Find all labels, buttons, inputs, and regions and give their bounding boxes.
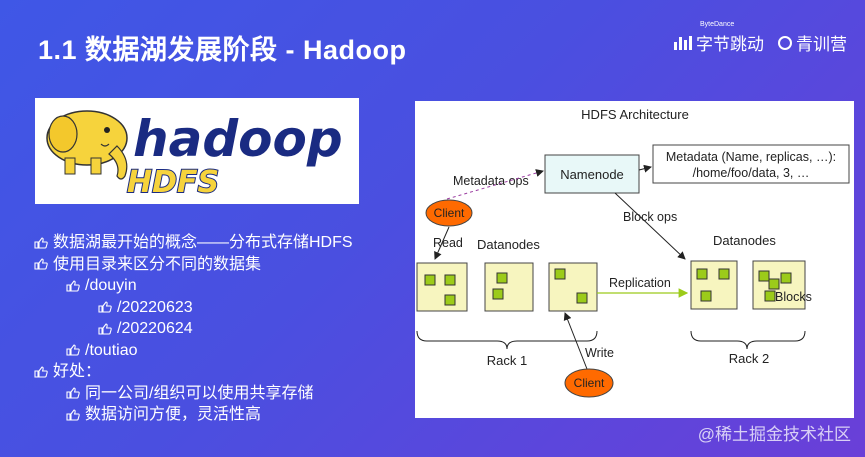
bullet-text: 数据访问方便，灵活性高 (85, 406, 262, 423)
hadoop-hdfs-logo: hadoop HDFS (35, 98, 359, 204)
svg-text:hadoop: hadoop (133, 110, 343, 168)
bullet-item: /toutiao (34, 340, 353, 362)
hdfs-architecture-diagram: HDFS Architecture Namenode Metadata (Nam… (415, 101, 854, 418)
bullet-text: 使用目录来区分不同的数据集 (53, 255, 262, 273)
bytedance-bars-icon (674, 35, 692, 50)
metadata-box (652, 144, 850, 184)
block-ops-label: Block ops (623, 210, 677, 224)
bullet-item: /20220623 (34, 297, 353, 319)
datanodes-left-label: Datanodes (477, 237, 540, 252)
datanode-r2 (752, 260, 806, 310)
metadata-line1: Metadata (Name, replicas, …): (666, 150, 836, 164)
bullet-item: /douyin (34, 275, 353, 297)
blocks-label: Blocks (775, 290, 812, 304)
bytedance-small-label: ByteDance (700, 21, 735, 28)
svg-text:HDFS: HDFS (127, 165, 219, 200)
thumbs-up-icon (66, 409, 80, 421)
metadata-ops-label: Metadata ops (453, 174, 529, 188)
qingxun-circle-icon (778, 35, 792, 50)
bullet-text: /douyin (85, 277, 137, 294)
thumbs-up-icon (34, 366, 48, 378)
datanode-l3 (548, 262, 598, 312)
bullet-text: /20220624 (117, 320, 193, 337)
rack2-brace (690, 330, 806, 350)
bullet-text: 同一公司/组织可以使用共享存储 (85, 384, 314, 402)
bullet-text: /20220623 (117, 298, 193, 316)
bullet-text: 数据湖最开始的概念——分布式存储HDFS (53, 234, 353, 251)
namenode-label: Namenode (560, 167, 624, 182)
bullet-item: /20220624 (34, 318, 353, 340)
thumbs-up-icon (34, 258, 48, 270)
namenode-box (544, 154, 640, 194)
client-top-label: Client (434, 206, 465, 220)
qingxun-logo: 青训营 (778, 30, 847, 55)
metadata-line2: /home/foo/data, 3, … (693, 166, 810, 180)
thumbs-up-icon (34, 237, 48, 249)
hadoop-elephant-logo-icon: hadoop HDFS (46, 110, 343, 201)
diagram-title: HDFS Architecture (581, 107, 689, 122)
read-arrow (434, 226, 450, 260)
bullet-list: 数据湖最开始的概念——分布式存储HDFS 使用目录来区分不同的数据集/douyin… (34, 232, 353, 426)
rack2-label: Rack 2 (729, 351, 769, 366)
client-bottom-label: Client (574, 376, 605, 390)
thumbs-up-icon (66, 344, 80, 356)
write-label: Write (585, 346, 614, 360)
bullet-text: 好处： (53, 363, 102, 380)
bullet-text: /toutiao (85, 341, 138, 359)
bullet-item: 好处： (34, 361, 353, 383)
qingxun-label: 青训营 (796, 35, 847, 54)
namenode-metadata-arrow (638, 164, 652, 173)
thumbs-up-icon (66, 387, 80, 399)
block-ops-arrow (614, 192, 686, 260)
replication-label: Replication (609, 276, 671, 290)
datanode-l2 (484, 262, 534, 312)
bytedance-logo: ByteDance 字节跳动 (674, 21, 764, 55)
metadata-ops-arrow (446, 169, 544, 200)
datanodes-right-label: Datanodes (713, 233, 776, 248)
watermark: @稀土掘金技术社区 (697, 425, 851, 444)
brand-logos: ByteDance 字节跳动 青训营 (674, 21, 847, 55)
thumbs-up-icon (98, 301, 112, 313)
bytedance-label: 字节跳动 (696, 35, 764, 54)
datanode-l1 (416, 262, 468, 312)
bullet-item: 同一公司/组织可以使用共享存储 (34, 383, 353, 405)
client-bottom-node (564, 368, 614, 398)
datanode-r1 (690, 260, 738, 310)
read-label: Read (433, 236, 463, 250)
write-arrow (563, 312, 588, 370)
thumbs-up-icon (98, 323, 112, 335)
slide-title: 1.1 数据湖发展阶段 - Hadoop (38, 35, 407, 65)
client-top-node (425, 199, 473, 227)
bullet-item: 数据湖最开始的概念——分布式存储HDFS (34, 232, 353, 254)
rack1-label: Rack 1 (487, 353, 527, 368)
bullet-item: 数据访问方便，灵活性高 (34, 404, 353, 426)
rack1-brace (416, 330, 598, 350)
bullet-item: 使用目录来区分不同的数据集 (34, 254, 353, 276)
thumbs-up-icon (66, 280, 80, 292)
